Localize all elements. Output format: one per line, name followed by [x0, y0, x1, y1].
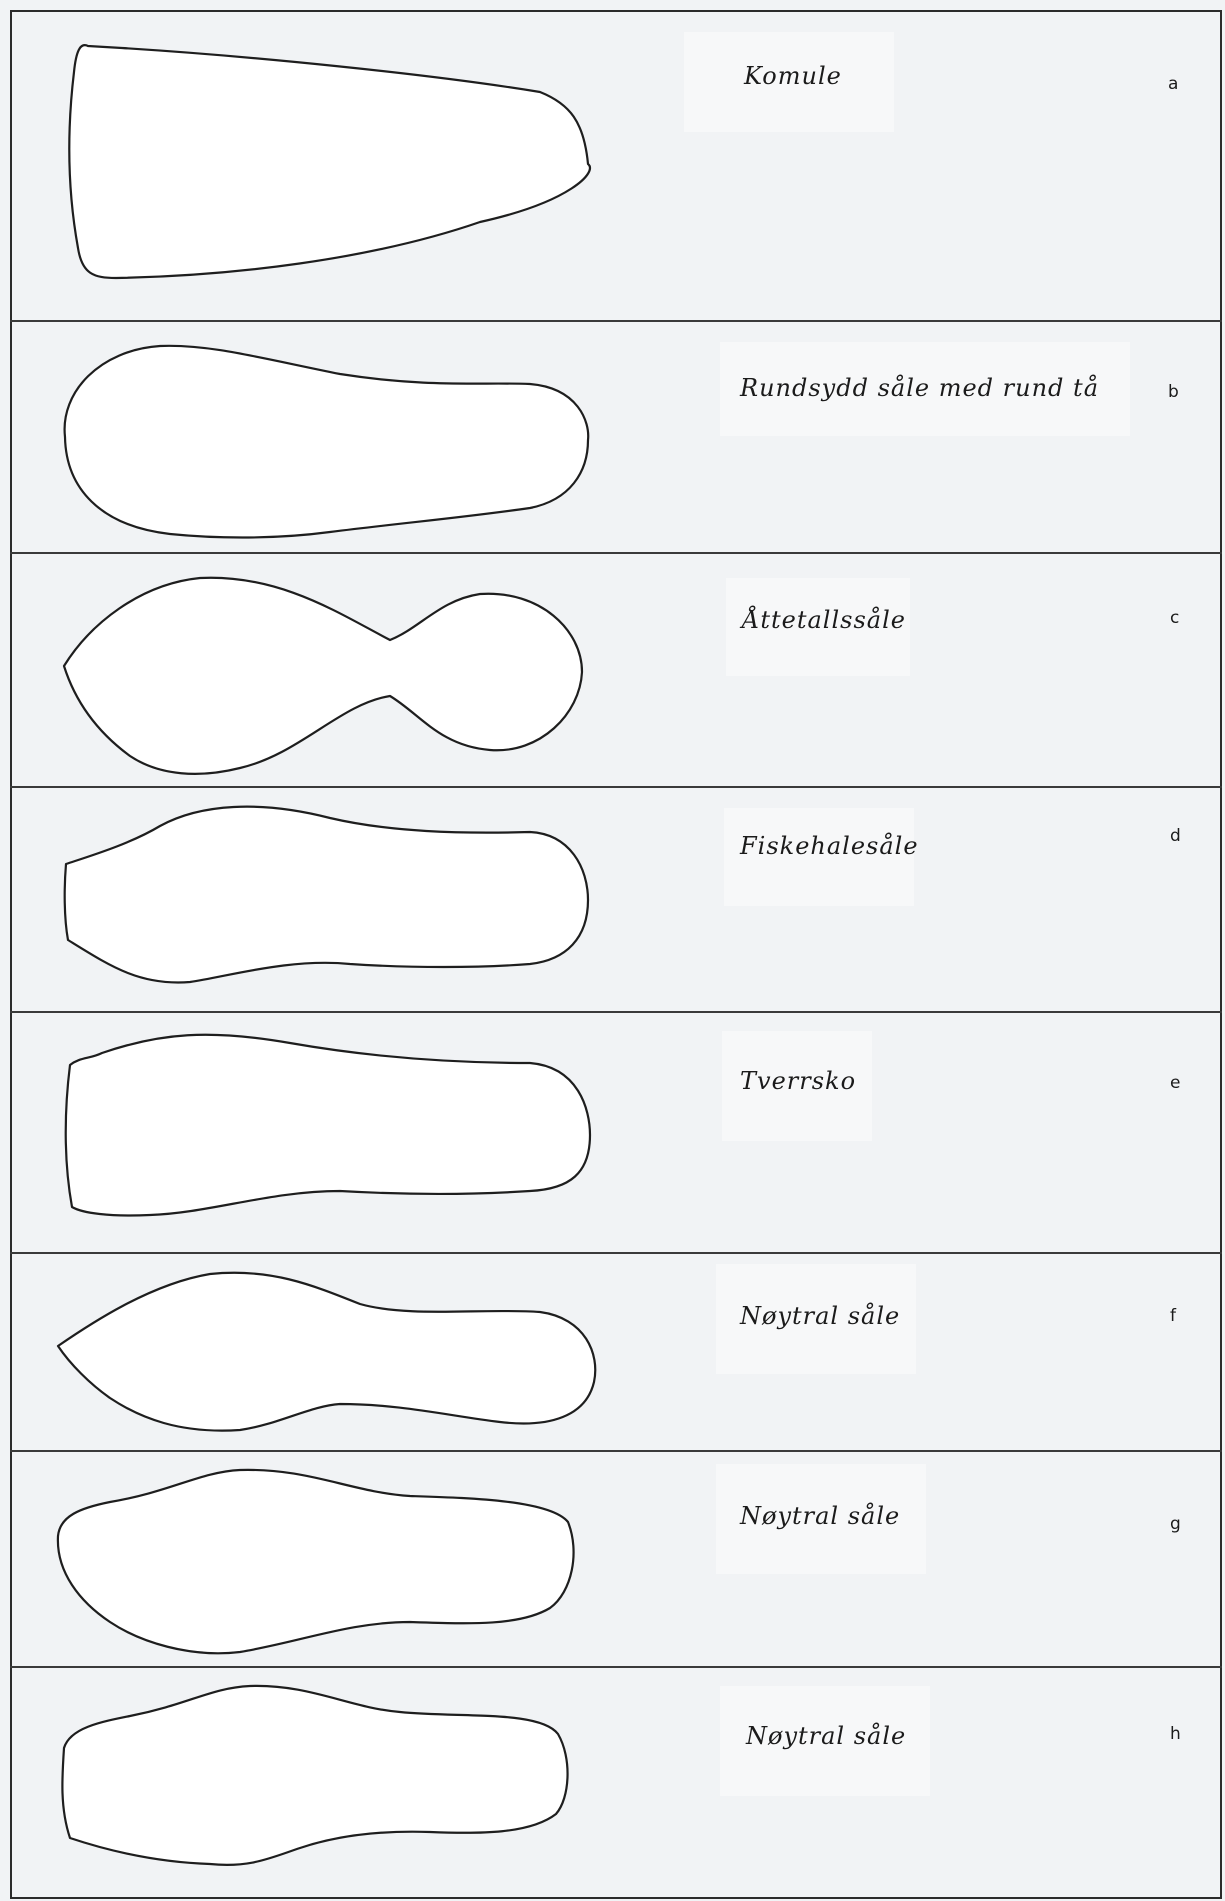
sole-outline-tverrsko [10, 1013, 610, 1252]
sole-name-label: Komule [744, 62, 842, 90]
sole-name-label: Tverrsko [740, 1067, 856, 1095]
sole-outline-rundsydd [10, 322, 610, 552]
sole-row-a: Komule a [10, 12, 1222, 320]
sole-row-b: Rundsydd såle med rund tå b [10, 322, 1222, 552]
sole-name-label: Fiskehalesåle [740, 832, 919, 860]
sole-name-label: Nøytral såle [746, 1722, 906, 1750]
sole-row-h: Nøytral såle h [10, 1668, 1222, 1888]
sole-row-e: Tverrsko e [10, 1013, 1222, 1252]
sole-outline-komule [10, 12, 610, 312]
row-letter: h [1170, 1724, 1181, 1744]
row-letter: b [1168, 382, 1179, 402]
sole-name-label: Åttetallssåle [742, 606, 906, 634]
row-letter: c [1170, 608, 1179, 628]
sole-name-label: Rundsydd såle med rund tå [740, 374, 1099, 402]
sole-outline-attetall [10, 554, 610, 786]
sole-row-f: Nøytral såle f [10, 1254, 1222, 1450]
sole-name-label: Nøytral såle [740, 1302, 900, 1330]
row-letter: a [1168, 74, 1178, 94]
sole-row-c: Åttetallssåle c [10, 554, 1222, 786]
row-letter: d [1170, 826, 1181, 846]
row-letter: e [1170, 1073, 1180, 1093]
sole-row-g: Nøytral såle g [10, 1452, 1222, 1666]
row-letter: g [1170, 1514, 1181, 1534]
sole-outline-noytral-g [10, 1452, 610, 1666]
sole-outline-noytral-h [10, 1668, 610, 1888]
sole-row-d: Fiskehalesåle d [10, 788, 1222, 1011]
sole-name-label: Nøytral såle [740, 1502, 900, 1530]
row-letter: f [1170, 1306, 1176, 1326]
sole-outline-fiskehale [10, 788, 610, 1011]
sole-outline-noytral-f [10, 1254, 610, 1450]
